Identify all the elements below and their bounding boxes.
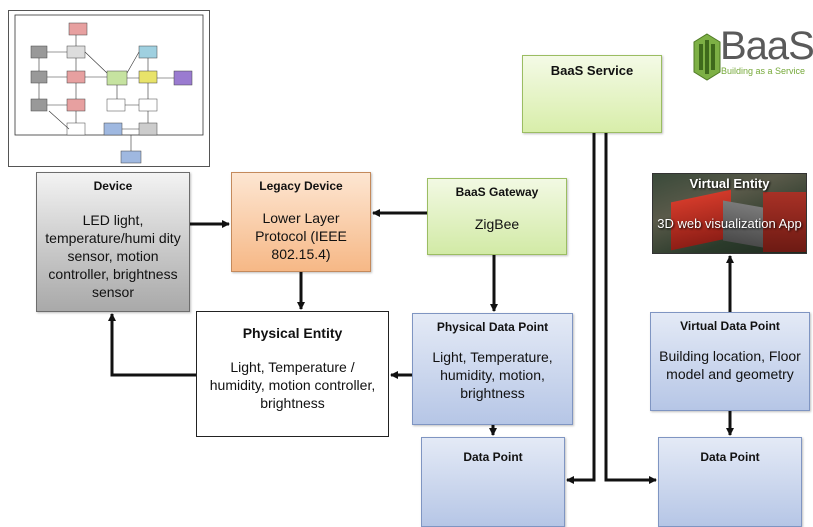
- physical-entity-description: Light, Temperature / humidity, motion co…: [209, 359, 376, 411]
- data-point-right-title: Data Point: [700, 450, 760, 464]
- virtual-data-point-description: Building location, Floor model and geome…: [659, 348, 801, 382]
- baas-gateway-title: BaaS Gateway: [455, 185, 539, 199]
- overview-diagram-thumbnail-graphic: [14, 14, 204, 164]
- logo-wordmark: BaaS: [720, 30, 813, 68]
- physical-entity-title: Physical Entity: [242, 325, 343, 341]
- physical-data-point-description: Light, Temperature, humidity, motion, br…: [432, 349, 553, 401]
- physical-entity-node: Physical Entity Light, Temperature / hum…: [196, 311, 389, 437]
- virtual-entity-title: Virtual Entity: [689, 176, 770, 191]
- virtual-entity-node: Virtual Entity 3D web visualization App: [652, 173, 807, 254]
- connector-arrows: [108, 133, 734, 484]
- baas-gateway-node: BaaS Gateway ZigBee: [427, 178, 567, 255]
- data-point-left-title: Data Point: [463, 450, 523, 464]
- arrow-physical-entity-to-device: [108, 313, 196, 377]
- arrow-service-to-left-data-point: [566, 133, 596, 484]
- overview-diagram-thumbnail: [8, 10, 210, 167]
- device-title: Device: [93, 179, 133, 193]
- building-render-red-2: [763, 192, 806, 252]
- baas-service-node: BaaS Service: [522, 55, 662, 133]
- baas-service-title: BaaS Service: [550, 63, 634, 78]
- physical-data-point-node: Physical Data Point Light, Temperature, …: [412, 313, 573, 425]
- data-point-node-left: Data Point: [421, 437, 565, 527]
- legacy-device-title: Legacy Device: [259, 179, 343, 193]
- virtual-data-point-node: Virtual Data Point Building location, Fl…: [650, 312, 810, 411]
- device-node: Device LED light, temperature/humi dity …: [36, 172, 190, 312]
- logo-tagline: Building as a Service: [721, 66, 806, 76]
- legacy-device-description: Lower Layer Protocol (IEEE 802.15.4): [255, 210, 347, 262]
- device-description: LED light, temperature/humi dity sensor,…: [45, 212, 181, 300]
- virtual-data-point-title: Virtual Data Point: [680, 319, 780, 333]
- physical-data-point-title: Physical Data Point: [436, 320, 549, 334]
- virtual-entity-description: 3D web visualization App: [657, 216, 802, 231]
- baas-gateway-description: ZigBee: [474, 216, 520, 232]
- baas-logo: BaaS Building as a Service: [690, 30, 813, 85]
- legacy-device-node: Legacy Device Lower Layer Protocol (IEEE…: [231, 172, 371, 272]
- arrow-service-to-right-data-point: [604, 133, 657, 484]
- baas-logo-icon: [693, 33, 721, 81]
